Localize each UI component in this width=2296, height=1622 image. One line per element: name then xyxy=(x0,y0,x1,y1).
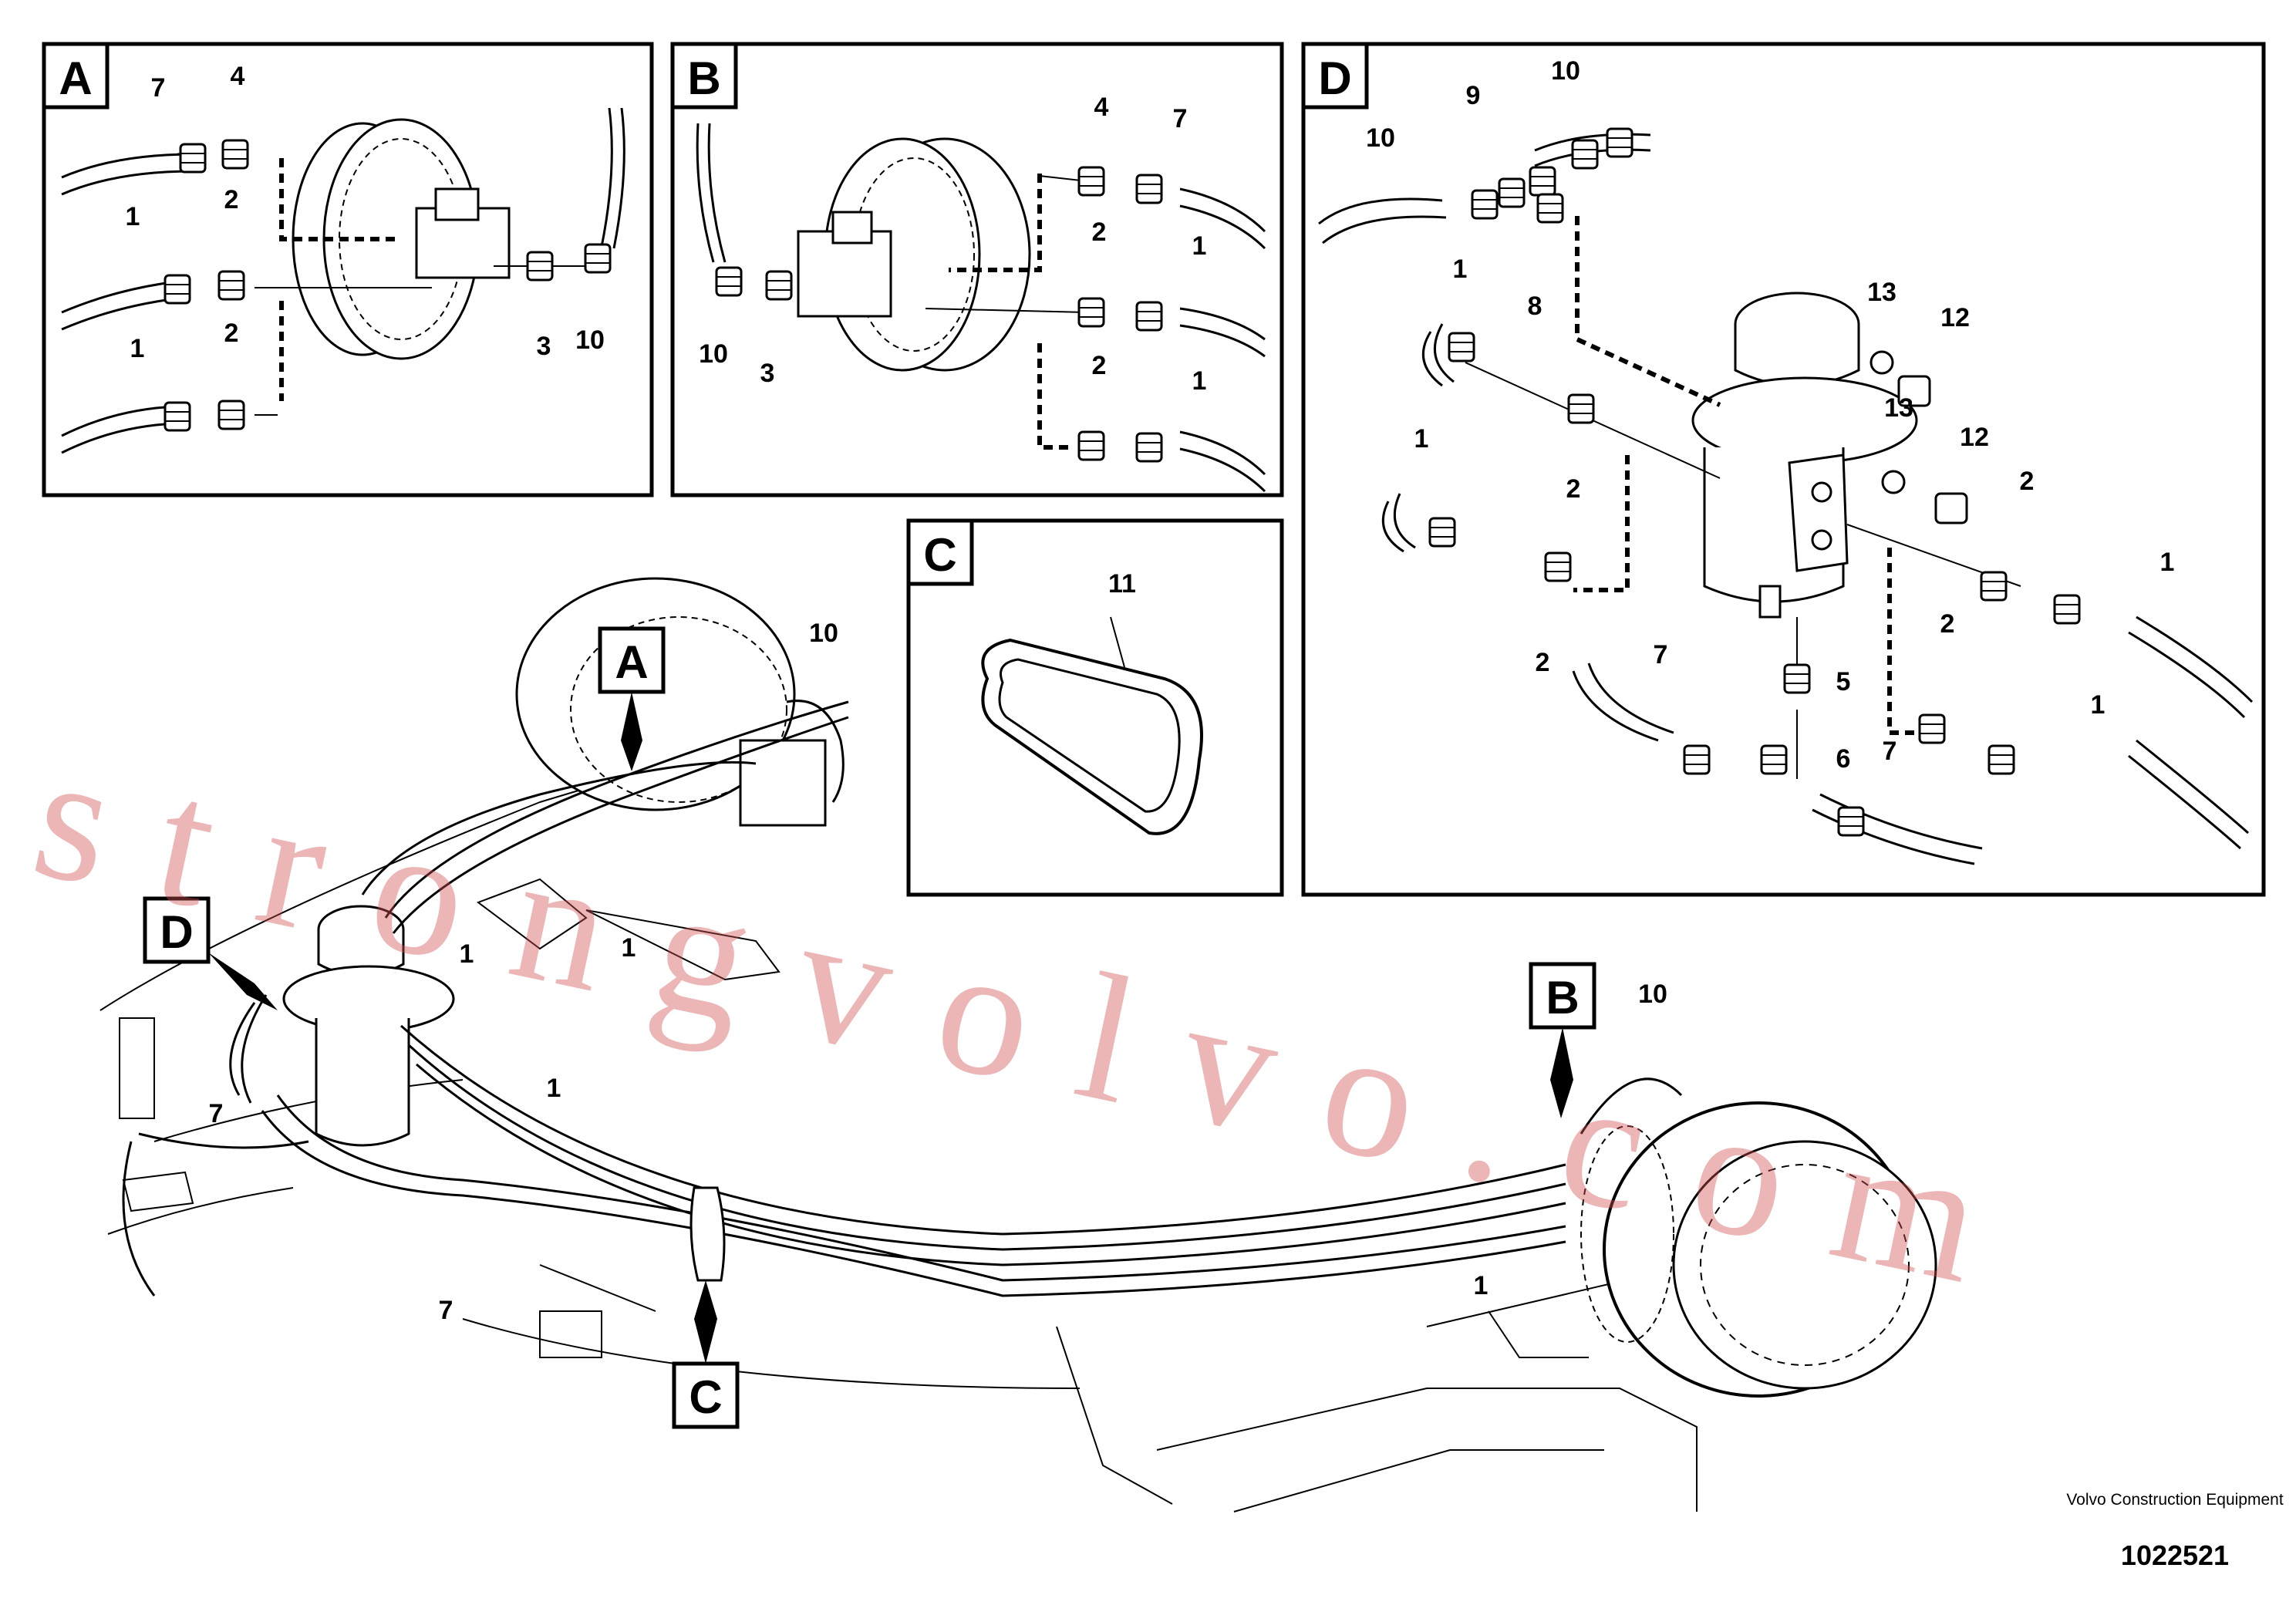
swivel-joint-d xyxy=(1691,292,1918,619)
company-name: Volvo Construction Equipment xyxy=(2066,1491,2284,1509)
travel-motor-left xyxy=(515,577,827,827)
part-number-label: 3 xyxy=(537,332,551,361)
callout-labels-a: 7 4 2 1 2 1 3 10 xyxy=(126,62,605,363)
part-number-label: 1 xyxy=(622,933,636,963)
part-number-label: 13 xyxy=(1867,278,1896,307)
part-number-label: 7 xyxy=(439,1296,453,1325)
hose-clamp xyxy=(981,616,1203,835)
part-number-label: 1 xyxy=(130,334,145,363)
part-number-label: 8 xyxy=(1528,292,1542,321)
callout-letter: A xyxy=(615,636,648,688)
callout-box-main-a: A xyxy=(598,626,666,771)
part-number-label: 5 xyxy=(1836,667,1851,696)
part-number-label: 10 xyxy=(1638,980,1667,1009)
part-number-label: 4 xyxy=(231,62,245,91)
part-number-label: 7 xyxy=(1173,104,1188,133)
part-number-label: 3 xyxy=(760,359,775,388)
part-number-label: 1 xyxy=(126,202,140,231)
part-number-label: 1 xyxy=(2091,690,2106,720)
part-number-label: 1 xyxy=(460,939,474,969)
callout-letter: D xyxy=(160,906,193,958)
part-number-label: 10 xyxy=(575,325,605,355)
part-number-label: 1 xyxy=(1192,231,1207,261)
part-number-label: 1 xyxy=(1414,424,1429,454)
part-number-label: 10 xyxy=(699,339,728,369)
main-assembly-view: A B C D 10 1 1 7 1 7 10 1 xyxy=(99,577,1937,1512)
travel-motor-a xyxy=(292,118,511,360)
detail-panel-a: A xyxy=(42,42,654,497)
part-number-label: 2 xyxy=(1566,474,1581,504)
part-number-label: 2 xyxy=(1092,218,1107,247)
callout-letter: C xyxy=(689,1371,722,1423)
callout-labels-d: 10 9 10 8 1 13 12 13 12 1 2 2 2 1 7 5 6 … xyxy=(1366,56,2174,774)
part-number-label: 1 xyxy=(1192,366,1207,396)
callout-box-main-d: D xyxy=(143,896,278,1010)
part-number-label: 1 xyxy=(2160,548,2175,577)
detail-panel-d: D xyxy=(1301,42,2266,897)
travel-motor-b xyxy=(797,137,1031,372)
part-number-label: 1 xyxy=(1453,255,1468,284)
part-number-label: 12 xyxy=(1960,423,1989,452)
callout-labels-b: 4 7 2 1 2 1 10 3 xyxy=(699,93,1206,396)
part-number-label: 13 xyxy=(1884,393,1913,423)
part-number-label: 2 xyxy=(1092,351,1107,380)
callout-box-main-b: B xyxy=(1529,962,1596,1118)
center-swivel-joint xyxy=(282,905,455,1147)
callout-labels-main: 10 1 1 7 1 7 10 1 xyxy=(209,619,1667,1325)
part-number-label: 7 xyxy=(1654,640,1668,669)
panel-letter-c: C xyxy=(923,529,956,581)
panel-letter-a: A xyxy=(59,52,92,104)
part-number-label: 10 xyxy=(809,619,838,648)
drawing-number: 1022521 xyxy=(2120,1539,2230,1571)
travel-motor-right xyxy=(1580,1101,1937,1398)
part-number-label: 2 xyxy=(224,319,239,348)
panel-letter-b: B xyxy=(687,52,720,104)
panel-letter-d: D xyxy=(1318,52,1351,104)
part-number-label: 12 xyxy=(1940,303,1970,332)
part-number-label: 7 xyxy=(151,73,166,103)
detail-panel-b: B 4 xyxy=(670,42,1284,497)
part-number-label: 7 xyxy=(1883,737,1897,766)
part-number-label: 2 xyxy=(1940,609,1955,639)
part-number-label: 10 xyxy=(1366,123,1395,153)
part-number-label: 2 xyxy=(1536,648,1550,677)
part-number-label: 10 xyxy=(1551,56,1580,86)
part-number-label: 4 xyxy=(1094,93,1109,122)
callout-letter: B xyxy=(1546,972,1579,1023)
detail-panel-c: C 11 xyxy=(906,518,1284,897)
part-number-label: 9 xyxy=(1466,81,1481,110)
part-number-label: 1 xyxy=(547,1074,561,1103)
part-number-label: 11 xyxy=(1108,569,1136,599)
callout-box-main-c: C xyxy=(672,1280,740,1429)
part-number-label: 6 xyxy=(1836,744,1851,774)
part-number-label: 2 xyxy=(2020,467,2035,496)
part-number-label: 7 xyxy=(209,1099,224,1128)
part-number-label: 1 xyxy=(1474,1271,1489,1300)
part-number-label: 2 xyxy=(224,185,239,214)
